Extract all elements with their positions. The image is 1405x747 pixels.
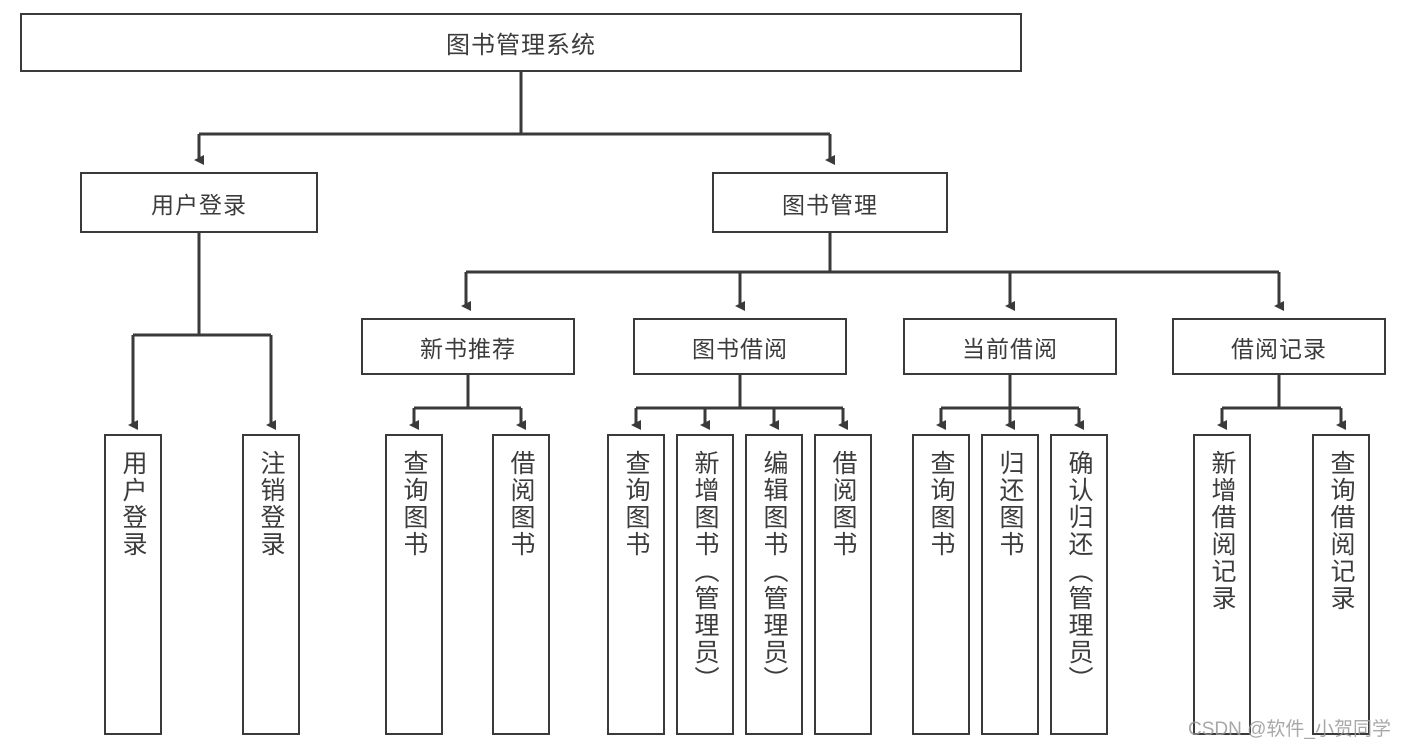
node-label: 借阅记录 [1231, 335, 1327, 362]
node-label: 新增借阅记录 [1208, 450, 1236, 612]
node-label: 查询借阅记录 [1327, 450, 1355, 612]
node-user-login[interactable]: 用户登录 [80, 172, 318, 233]
node-label: 确认归还（管理员） [1065, 450, 1093, 693]
leaf-borrow-edit-book-admin[interactable]: 编辑图书（管理员） [745, 434, 803, 735]
node-label: 注销登录 [257, 450, 285, 558]
node-label: 图书借阅 [692, 335, 788, 362]
leaf-current-query-book[interactable]: 查询图书 [912, 434, 970, 735]
leaf-borrow-lend-book[interactable]: 借阅图书 [814, 434, 872, 735]
node-label: 借阅图书 [507, 450, 535, 558]
node-label: 新增图书（管理员） [691, 450, 719, 693]
node-label: 图书管理 [782, 191, 878, 218]
leaf-recommend-borrow-book[interactable]: 借阅图书 [492, 434, 550, 735]
node-label: 归还图书 [996, 450, 1024, 558]
node-new-book-recommend[interactable]: 新书推荐 [361, 318, 575, 375]
node-label: 新书推荐 [420, 335, 516, 362]
node-borrow-record[interactable]: 借阅记录 [1172, 318, 1386, 375]
node-label: 查询图书 [400, 450, 428, 558]
watermark-text: CSDN @软件_小贺同学 [1188, 719, 1391, 740]
leaf-recommend-query-book[interactable]: 查询图书 [385, 434, 443, 735]
node-book-borrow[interactable]: 图书借阅 [633, 318, 847, 375]
node-label: 查询图书 [622, 450, 650, 558]
leaf-borrow-query-book[interactable]: 查询图书 [607, 434, 665, 735]
node-label: 当前借阅 [962, 335, 1058, 362]
leaf-record-add-borrow-record[interactable]: 新增借阅记录 [1193, 434, 1251, 735]
node-label: 编辑图书（管理员） [760, 450, 788, 693]
node-label: 图书管理系统 [446, 32, 596, 59]
leaf-user-logout[interactable]: 注销登录 [242, 434, 300, 735]
leaf-borrow-add-book-admin[interactable]: 新增图书（管理员） [676, 434, 734, 735]
leaf-record-query-borrow-record[interactable]: 查询借阅记录 [1312, 434, 1370, 735]
leaf-current-confirm-return-admin[interactable]: 确认归还（管理员） [1050, 434, 1108, 735]
node-label: 用户登录 [151, 191, 247, 218]
node-label: 借阅图书 [829, 450, 857, 558]
leaf-user-login[interactable]: 用户登录 [104, 434, 162, 735]
node-book-manage[interactable]: 图书管理 [712, 172, 948, 233]
leaf-current-return-book[interactable]: 归还图书 [981, 434, 1039, 735]
node-label: 查询图书 [927, 450, 955, 558]
node-root-system[interactable]: 图书管理系统 [20, 13, 1022, 72]
node-current-borrow[interactable]: 当前借阅 [903, 318, 1117, 375]
node-label: 用户登录 [119, 450, 147, 558]
